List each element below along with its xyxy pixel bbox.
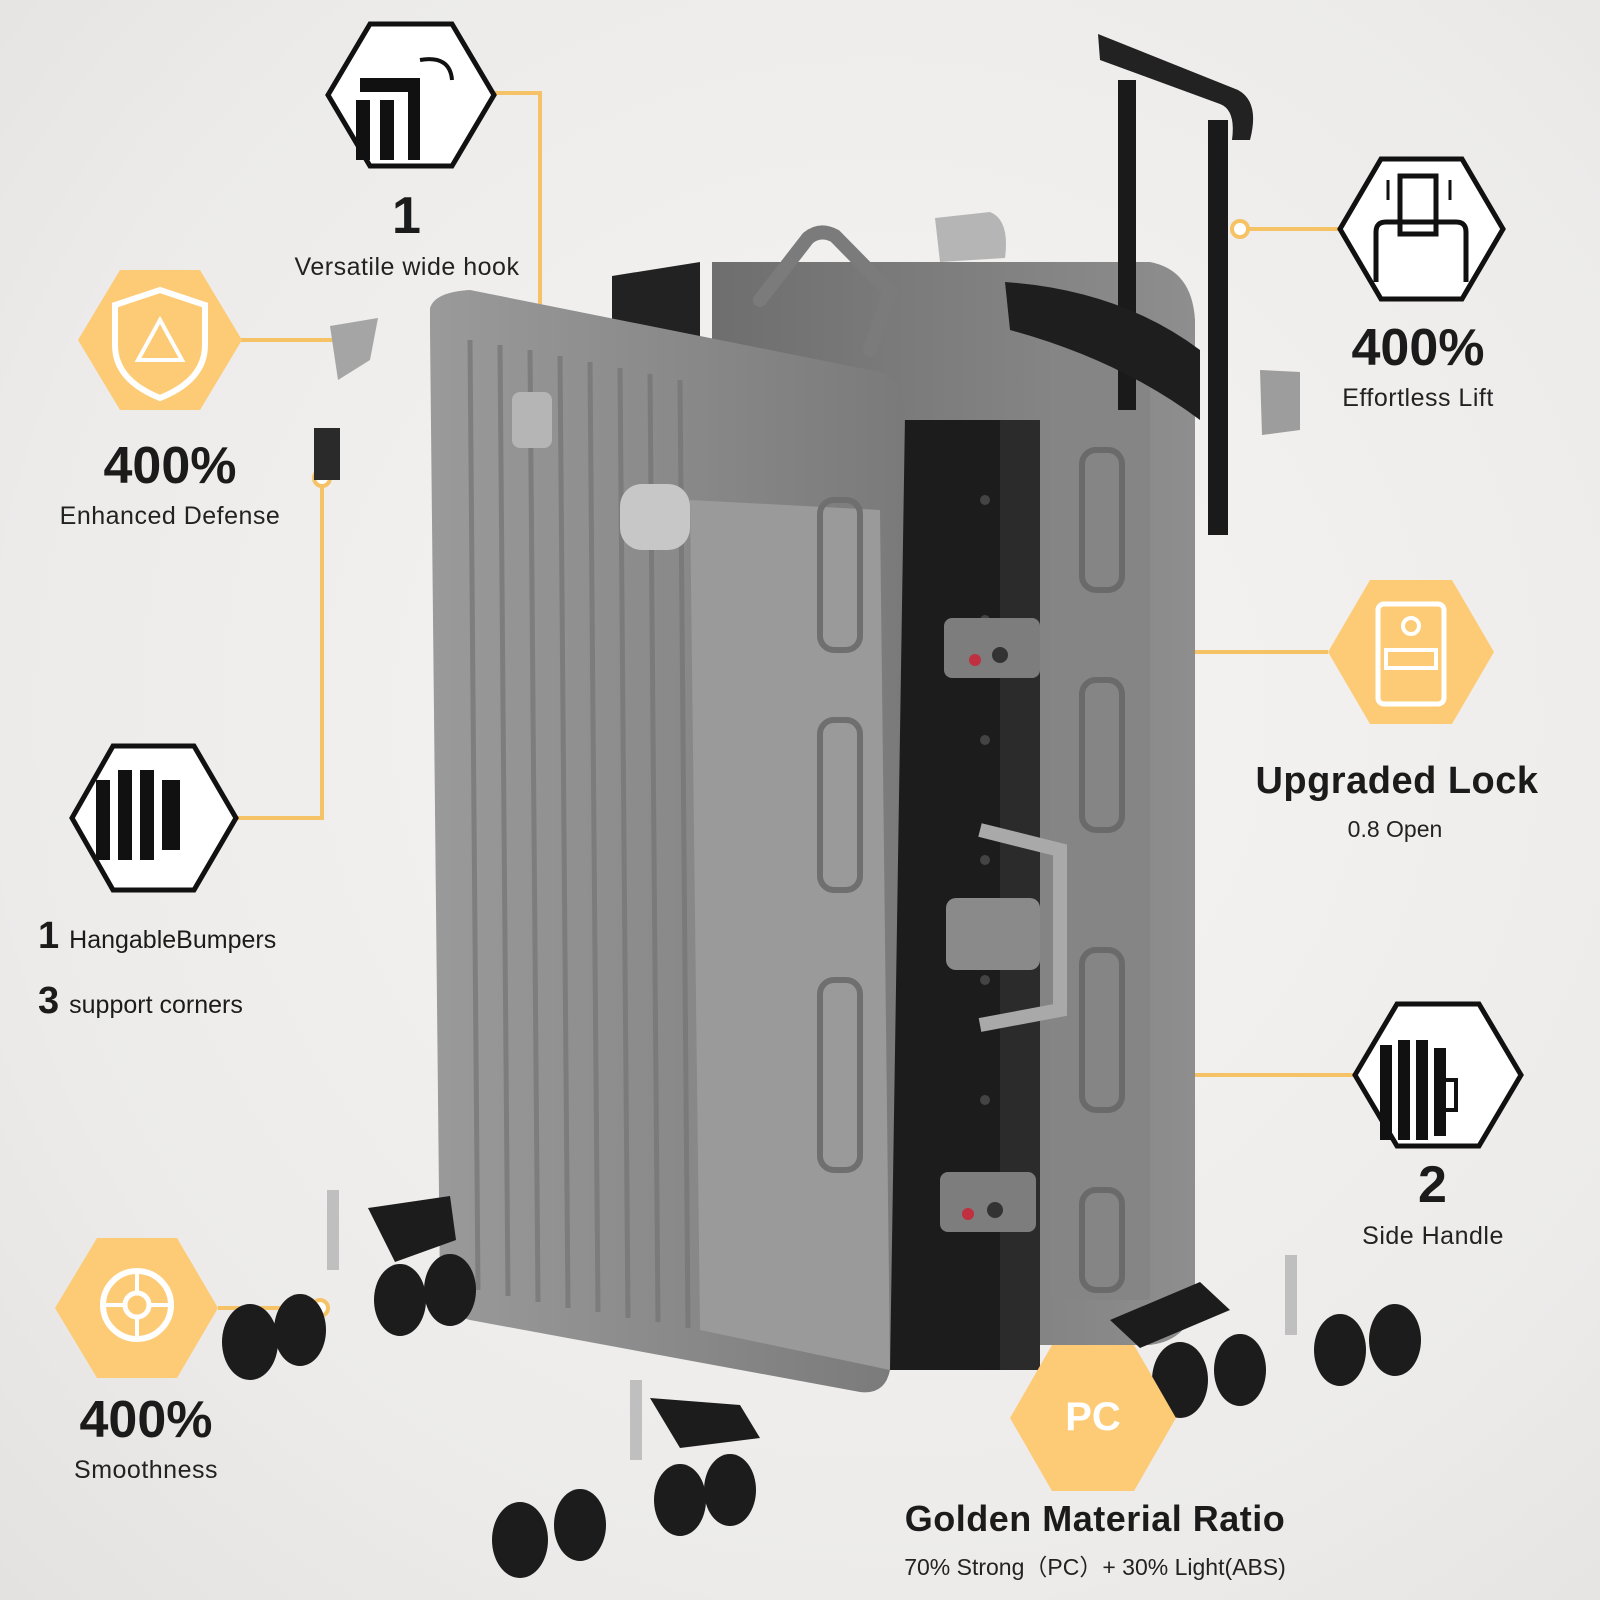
side-handle-hexagon-icon — [1352, 1001, 1524, 1149]
lock-top — [944, 618, 1040, 678]
lift-label: Effortless Lift — [1342, 384, 1494, 412]
lock-label: 0.8 Open — [1347, 816, 1443, 842]
telescopic-handle — [1005, 34, 1254, 535]
lift-number: 400% — [1351, 319, 1485, 377]
lock-hexagon-icon — [1328, 580, 1494, 724]
loose-bumpers — [314, 212, 1300, 480]
pc-shield-icon — [1010, 1345, 1176, 1491]
defense-number: 400% — [103, 437, 237, 495]
hook-number: 1 — [392, 187, 422, 245]
smooth-label: Smoothness — [74, 1456, 218, 1484]
bumpers-label: HangableBumpers — [69, 926, 277, 954]
pc-badge-text: PC — [1065, 1395, 1121, 1439]
suitcase-front-shell — [430, 290, 905, 1393]
hook-label: Versatile wide hook — [294, 253, 520, 281]
bumper-hexagon-icon — [69, 743, 239, 893]
corners-count: 3 — [38, 980, 60, 1022]
bumpers-count: 1 — [38, 915, 60, 957]
hook-hexagon-icon — [325, 21, 497, 169]
wheel-hexagon-icon — [55, 1238, 218, 1378]
smooth-number: 400% — [79, 1391, 213, 1449]
top-handle — [753, 225, 899, 357]
lift-hexagon-icon — [1337, 156, 1506, 302]
wheel-left — [222, 1190, 476, 1380]
material-title: Golden Material Ratio — [904, 1498, 1286, 1539]
defense-label: Enhanced Defense — [59, 502, 281, 530]
side-handle — [946, 823, 1067, 1032]
lock-bottom — [940, 1172, 1036, 1232]
side-number: 2 — [1418, 1156, 1448, 1214]
material-label: 70% Strong（PC）+ 30% Light(ABS) — [904, 1554, 1286, 1580]
lock-title: Upgraded Lock — [1255, 760, 1539, 802]
corners-label: support corners — [69, 991, 243, 1019]
bumpers-row-1: 1 HangableBumpers — [38, 915, 276, 958]
bumpers-row-2: 3 support corners — [38, 980, 243, 1023]
spinner-wheels — [222, 1190, 1421, 1578]
wheel-bottom — [492, 1380, 760, 1578]
side-label: Side Handle — [1362, 1222, 1504, 1250]
wheel-right — [1110, 1255, 1421, 1418]
shield-triangle-icon — [78, 270, 242, 410]
